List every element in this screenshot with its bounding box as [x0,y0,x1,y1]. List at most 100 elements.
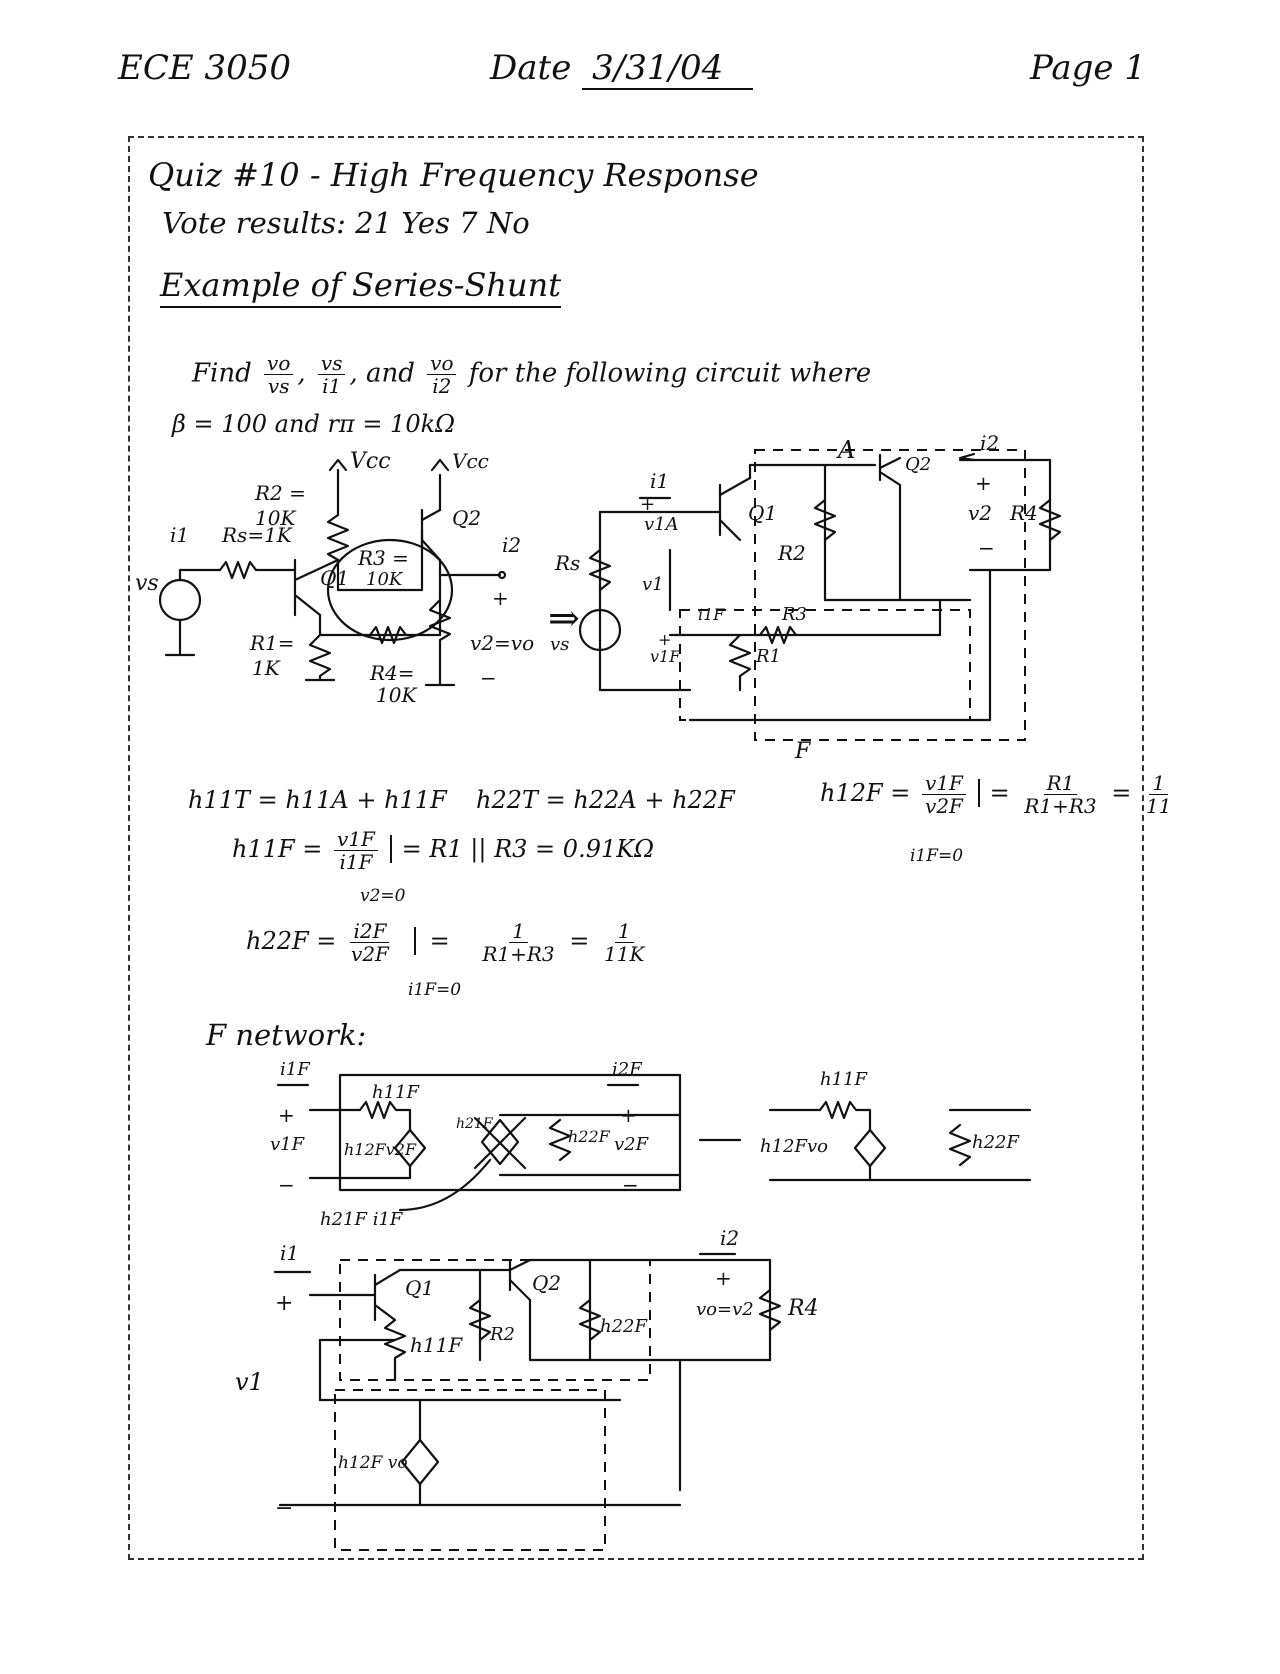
r4-label: R4 [787,1296,819,1321]
frac-den: v2F [351,942,389,966]
notes-frame [128,136,1144,1560]
v1f-plus: + [278,1103,295,1127]
f-network-box [679,609,971,721]
h21f-crossed-source-icon [480,1118,520,1166]
date-value: 3/31/04 [582,48,754,90]
v1-minus: − [275,1496,293,1521]
r2-resistor [468,1298,492,1342]
q1-emitter [293,593,322,617]
q1-collector [293,558,340,582]
v2-label: v2 [968,501,992,525]
frac-num: vo [427,352,457,375]
v1-label: v1 [642,574,664,595]
section-heading: Example of Series-Shunt [160,266,562,308]
v1f-label: v1F [270,1134,306,1155]
h12f-label: h12Fv2F [344,1140,417,1159]
i1-label: i1 [170,523,189,547]
q1-collector [373,1268,402,1287]
rs-resistor [588,548,612,592]
i1-label: i1 [280,1241,299,1265]
h11f-lhs: h11F = [232,835,323,863]
i2f-label: i2F [612,1059,643,1080]
r3-label: R3 = [357,546,409,570]
r2-value: 10K [255,506,296,530]
q2-label: Q2 [532,1271,561,1295]
vs-source-icon [578,608,622,652]
frac-den: 11 [1146,794,1172,818]
r2-resistor [326,513,350,562]
frac-den: i2 [432,374,452,398]
feedback-loop-icon [326,538,454,642]
f-network-box [334,1389,606,1551]
h22f-resistor [578,1298,602,1342]
r3-resistor [368,625,408,645]
problem-suffix: for the following circuit where [468,358,872,389]
a-network-box [754,449,1026,741]
f-network-heading: F network: [206,1018,367,1052]
v2f-plus: + [620,1103,637,1127]
h21f-pointer-arrow [398,1158,492,1212]
i2-label: i2 [502,533,521,557]
equals-sign: = [1111,779,1132,807]
r4-resistor [1038,498,1062,542]
frac-num: v1F [334,828,378,851]
eq-h22f-label: h22F [972,1132,1020,1153]
eq-h11f-label: h11F [820,1069,868,1090]
frac-num: vo [264,352,294,375]
i1f-label: i1F [698,605,725,624]
frac-num: v1F [922,772,966,795]
eq-h11f-resistor [818,1100,872,1132]
h22f-label: h22F [600,1316,648,1337]
i1-label: i1 [650,469,669,493]
r1-value: 1K [252,656,281,680]
frac-den: vs [267,374,290,398]
frac-den: R1+R3 [1024,794,1097,818]
rs-label: Rs=1K [221,523,293,547]
v1a-label: v1A [644,514,679,535]
vote-results: Vote results: 21 Yes 7 No [162,206,530,240]
equivalence-arrow-icon: ⇒ [548,596,580,640]
h21f-source-label: h21F [456,1116,494,1132]
a-network-box [339,1259,651,1381]
h12f-label: h12F vo [338,1453,408,1473]
frac-num: 1 [509,920,528,943]
rs-label: Rs [554,551,580,575]
h11t-equation: h11T = h11A + h11F [188,786,447,814]
r1-label: R1= [249,631,295,655]
v1-label: v1 [235,1368,264,1396]
r2-label: R2 = [254,481,306,505]
v2-minus: − [978,536,995,560]
i1f-label: i1F [280,1059,311,1080]
frac-num: i2F [350,920,390,943]
frac-num: 1 [614,920,634,943]
problem-prefix: Find [192,358,252,389]
q2-emitter [508,1278,532,1302]
r4-resistor [758,1288,782,1332]
problem-params: β = 100 and rπ = 10kΩ [172,410,456,438]
vs-label: vs [550,634,569,655]
r2-resistor [813,498,837,542]
v2-vo-label: v2=vo [470,631,534,655]
two-port-decomposition-diagram: A i2 i1 Rs vs Q1 v1A + R2 Q2 R4 v2 + − F… [550,431,1062,764]
vo-label: vo=v2 [696,1299,754,1320]
v1a-plus: + [640,494,655,515]
final-equivalent-circuit-diagram: i1 + v1 − Q1 h11F R2 Q2 h22F R4 i2 + vo=… [235,1226,819,1551]
f-network-diagram: i1F + v1F − h11F h12Fv2F h21F h22F i2F +… [270,1059,1032,1230]
h11f-rhs: = R1 || R3 = 0.91KΩ [389,835,655,863]
eq-h12f-label: h12Fvo [760,1136,828,1157]
r4-label: R4 [1009,501,1038,525]
h11f-resistor [358,1100,412,1132]
vcc2-arrow-icon [430,458,450,472]
q2-collector [878,456,902,470]
q2-label: Q2 [905,454,931,475]
output-plus: + [492,586,509,610]
vcc-label: Vcc [350,449,391,474]
vs-source-icon [158,578,202,622]
